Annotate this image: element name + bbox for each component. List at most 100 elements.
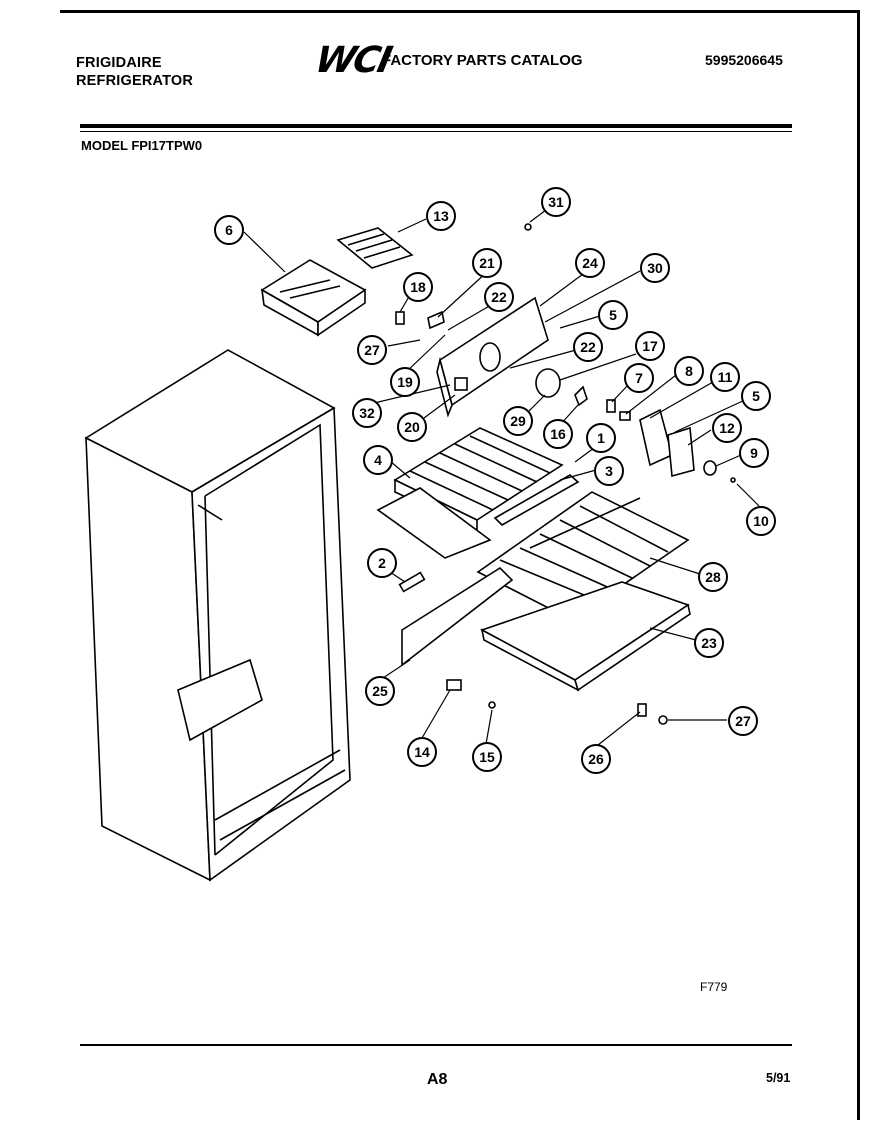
svg-text:22: 22 (580, 339, 596, 355)
callout-22-a: 22 (484, 282, 514, 312)
callout-16: 16 (543, 419, 573, 449)
fan-motor (535, 368, 588, 407)
callout-28: 28 (698, 562, 728, 592)
svg-text:32: 32 (359, 405, 375, 421)
page-frame (60, 10, 860, 1120)
brand-name: FRIGIDAIRE (76, 55, 162, 71)
header-brand-block: FRIGIDAIRE REFRIGERATOR (76, 54, 193, 90)
callout-25: 25 (365, 676, 395, 706)
callout-10: 10 (746, 506, 776, 536)
svg-text:26: 26 (588, 751, 604, 767)
callout-3: 3 (594, 456, 624, 486)
screw (488, 701, 496, 709)
callout-22-b: 22 (573, 332, 603, 362)
bracket-21 (427, 310, 445, 330)
callout-27-a: 27 (357, 335, 387, 365)
svg-text:23: 23 (701, 635, 717, 651)
callout-9: 9 (739, 438, 769, 468)
clip-18 (395, 311, 405, 325)
svg-text:13: 13 (433, 208, 449, 224)
callout-24: 24 (575, 248, 605, 278)
evaporator-shelf (376, 427, 564, 559)
rear-panel (436, 296, 549, 418)
svg-text:27: 27 (364, 342, 380, 358)
svg-text:15: 15 (479, 749, 495, 765)
callout-18: 18 (403, 272, 433, 302)
svg-text:25: 25 (372, 683, 388, 699)
revision-date: 5/91 (766, 1071, 791, 1085)
svg-text:6: 6 (225, 222, 233, 238)
callout-2: 2 (367, 548, 397, 578)
callout-5-b: 5 (741, 381, 771, 411)
crisper-tray (260, 259, 367, 337)
bracket (637, 703, 647, 717)
catalog-number: 5995206645 (705, 52, 783, 68)
light-housing (639, 408, 736, 483)
svg-text:31: 31 (548, 194, 564, 210)
callout-31: 31 (541, 187, 571, 217)
catalog-title: FACTORY PARTS CATALOG (382, 52, 583, 69)
callout-15: 15 (472, 742, 502, 772)
header-rule-thin (80, 131, 792, 132)
svg-text:27: 27 (735, 713, 751, 729)
callout-4: 4 (363, 445, 393, 475)
svg-text:30: 30 (647, 260, 663, 276)
callout-23: 23 (694, 628, 724, 658)
callout-14: 14 (407, 737, 437, 767)
light-shield (398, 571, 426, 593)
callout-29: 29 (503, 406, 533, 436)
callout-6: 6 (214, 215, 244, 245)
crisper-cover (480, 581, 691, 692)
leader-lines (243, 203, 761, 746)
ice-tray (336, 227, 414, 269)
callout-1: 1 (586, 423, 616, 453)
callout-27-b: 27 (728, 706, 758, 736)
callout-21: 21 (472, 248, 502, 278)
drawing-code: F779 (700, 980, 728, 994)
svg-text:4: 4 (374, 452, 382, 468)
header-rule (80, 124, 792, 128)
clip-7 (606, 399, 616, 413)
svg-text:7: 7 (635, 370, 643, 386)
svg-text:16: 16 (550, 426, 566, 442)
svg-text:19: 19 (397, 374, 413, 390)
svg-text:9: 9 (750, 445, 758, 461)
svg-text:24: 24 (582, 255, 598, 271)
clip-8 (619, 411, 631, 421)
callout-17: 17 (635, 331, 665, 361)
svg-text:28: 28 (705, 569, 721, 585)
callout-12: 12 (712, 413, 742, 443)
svg-text:14: 14 (414, 744, 430, 760)
screw-27 (658, 715, 668, 725)
callout-32: 32 (352, 398, 382, 428)
callout-8: 8 (674, 356, 704, 386)
svg-text:10: 10 (753, 513, 769, 529)
callouts: 6 13 31 21 24 30 18 22 5 27 22 17 19 8 1… (214, 187, 776, 774)
product-name: REFRIGERATOR (76, 73, 194, 89)
footer-rule (80, 1044, 792, 1046)
screw-31 (524, 223, 532, 231)
svg-text:21: 21 (479, 255, 495, 271)
svg-text:5: 5 (609, 307, 617, 323)
heater-element (493, 474, 580, 526)
svg-text:17: 17 (642, 338, 658, 354)
svg-text:5: 5 (752, 388, 760, 404)
svg-text:12: 12 (719, 420, 735, 436)
callout-11: 11 (710, 362, 740, 392)
svg-text:18: 18 (410, 279, 426, 295)
callout-20: 20 (397, 412, 427, 442)
svg-text:22: 22 (491, 289, 507, 305)
callout-30: 30 (640, 253, 670, 283)
page-number: A8 (427, 1071, 448, 1088)
svg-text:3: 3 (605, 463, 613, 479)
callout-5-a: 5 (598, 300, 628, 330)
cabinet-shell (84, 349, 351, 882)
svg-text:8: 8 (685, 363, 693, 379)
svg-text:29: 29 (510, 413, 526, 429)
model-number: MODEL FPI17TPW0 (81, 138, 203, 153)
svg-text:11: 11 (718, 369, 733, 385)
glass-shelf (476, 491, 690, 621)
svg-text:2: 2 (378, 555, 386, 571)
shelf-support (401, 566, 514, 667)
